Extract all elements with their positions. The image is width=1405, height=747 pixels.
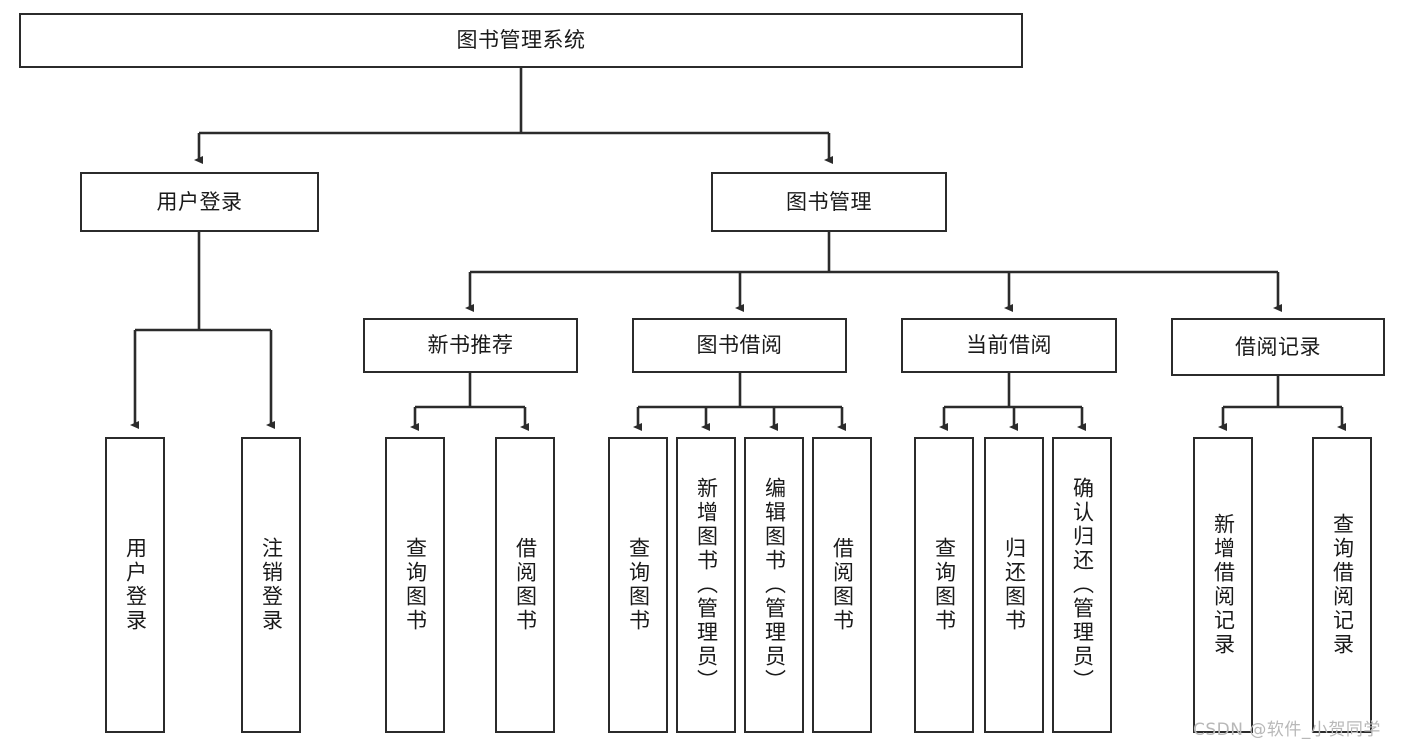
leaf-current-confirm-return[interactable]: 确认归还（管理员） [1052,437,1112,733]
leaf-user-login-label: 用户登录 [123,537,148,633]
node-user-login[interactable]: 用户登录 [80,172,319,232]
leaf-user-login[interactable]: 用户登录 [105,437,165,733]
leaf-records-add[interactable]: 新增借阅记录 [1193,437,1253,733]
leaf-newbook-borrow[interactable]: 借阅图书 [495,437,555,733]
leaf-current-query-label: 查询图书 [932,537,957,633]
node-new-book-recommend[interactable]: 新书推荐 [363,318,578,373]
node-root[interactable]: 图书管理系统 [19,13,1023,68]
leaf-records-query-label: 查询借阅记录 [1330,513,1355,657]
leaf-borrow-query-label: 查询图书 [626,537,651,633]
leaf-borrow-borrow-book-label: 借阅图书 [830,537,855,633]
leaf-borrow-edit-book-label: 编辑图书（管理员） [762,477,787,693]
node-new-book-recommend-label: 新书推荐 [427,333,514,358]
node-borrow-records[interactable]: 借阅记录 [1171,318,1385,376]
node-root-label: 图书管理系统 [456,28,586,53]
leaf-current-query[interactable]: 查询图书 [914,437,974,733]
leaf-records-query[interactable]: 查询借阅记录 [1312,437,1372,733]
leaf-borrow-edit-book[interactable]: 编辑图书（管理员） [744,437,804,733]
node-book-borrow[interactable]: 图书借阅 [632,318,847,373]
leaf-borrow-borrow-book[interactable]: 借阅图书 [812,437,872,733]
leaf-newbook-query-label: 查询图书 [403,537,428,633]
node-current-borrow-label: 当前借阅 [966,333,1052,358]
leaf-borrow-add-book[interactable]: 新增图书（管理员） [676,437,736,733]
leaf-newbook-query[interactable]: 查询图书 [385,437,445,733]
leaf-current-return-label: 归还图书 [1002,537,1027,633]
node-book-borrow-label: 图书借阅 [696,333,783,358]
leaf-records-add-label: 新增借阅记录 [1211,513,1236,657]
leaf-borrow-add-book-label: 新增图书（管理员） [694,477,719,693]
leaf-current-confirm-return-label: 确认归还（管理员） [1070,477,1095,693]
node-borrow-records-label: 借阅记录 [1235,334,1321,359]
leaf-user-logout[interactable]: 注销登录 [241,437,301,733]
node-current-borrow[interactable]: 当前借阅 [901,318,1117,373]
leaf-newbook-borrow-label: 借阅图书 [513,537,538,633]
node-book-management[interactable]: 图书管理 [711,172,947,232]
leaf-user-logout-label: 注销登录 [259,537,284,633]
leaf-current-return[interactable]: 归还图书 [984,437,1044,733]
leaf-borrow-query[interactable]: 查询图书 [608,437,668,733]
node-user-login-label: 用户登录 [156,189,243,214]
node-book-management-label: 图书管理 [786,189,872,214]
